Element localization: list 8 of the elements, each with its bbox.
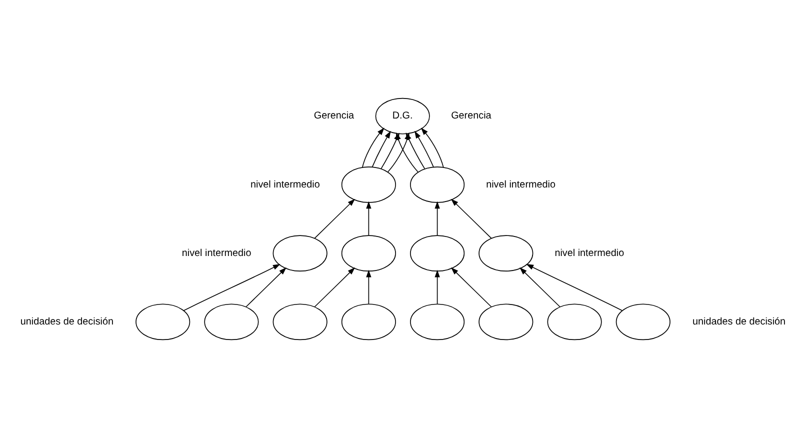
label: Gerencia: [451, 110, 492, 122]
label: nivel intermedio: [554, 247, 624, 258]
label: unidades de decisión: [20, 316, 114, 327]
label: nivel intermedio: [182, 247, 252, 258]
label: nivel intermedio: [486, 178, 556, 190]
label: unidades de decisión: [692, 316, 786, 327]
label: Gerencia: [314, 110, 354, 122]
label: nivel intermedio: [250, 178, 320, 190]
